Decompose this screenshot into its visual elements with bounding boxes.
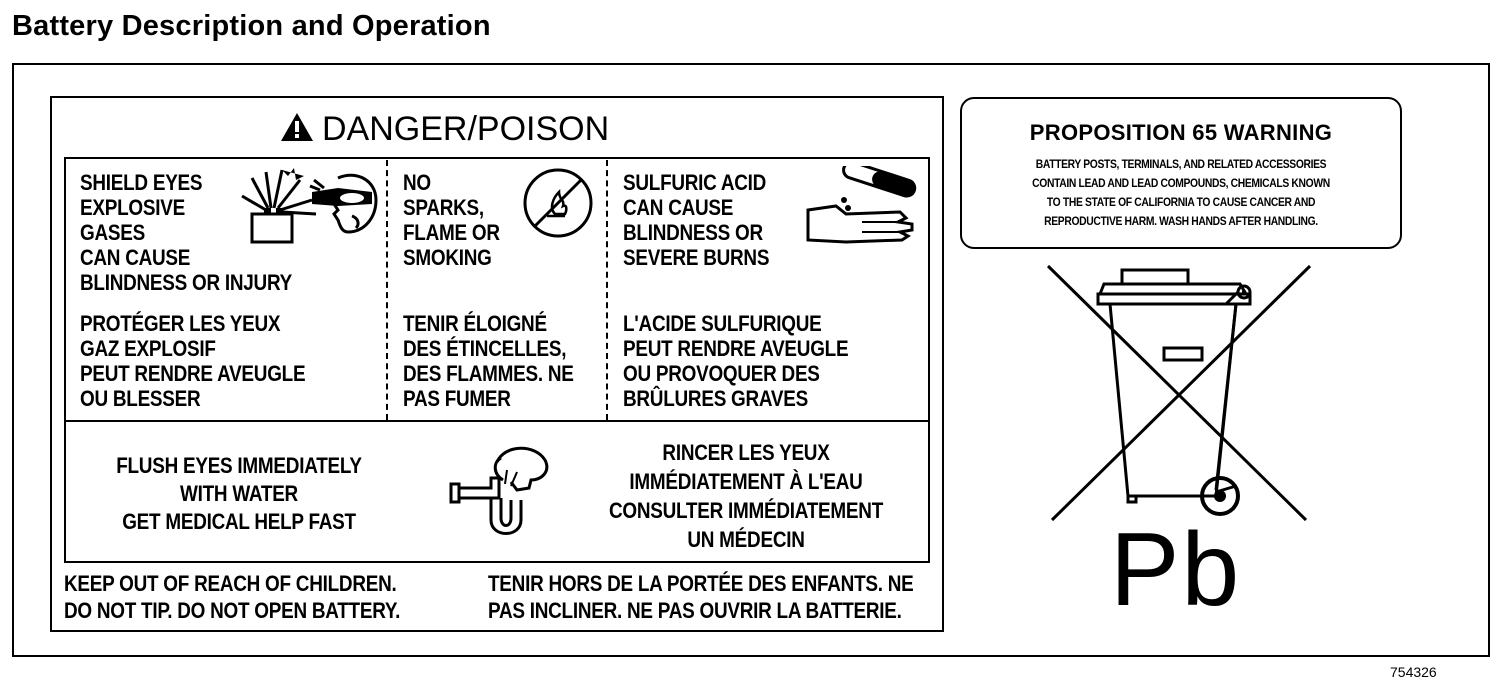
prop65-title: PROPOSITION 65 WARNING (1029, 120, 1333, 145)
acid-hand-icon (806, 166, 917, 244)
warning-grid (64, 157, 930, 563)
no-flame-icon (523, 168, 593, 238)
danger-poison-label (50, 96, 944, 632)
column-divider-2 (606, 160, 608, 420)
sulfuric-acid-warning-en: SULFURIC ACID CAN CAUSE BLINDNESS OR SEV… (623, 170, 770, 270)
flush-eyes-instruction-fr: RINCER LES YEUX IMMÉDIATEMENT À L'EAU CO… (608, 440, 883, 552)
warning-divider (64, 420, 930, 422)
prop65-warning-box (960, 97, 1402, 249)
shield-eyes-warning-fr: PROTÉGER LES YEUX GAZ EXPLOSIF PEUT REND… (80, 311, 306, 411)
sulfuric-acid-warning-fr: L'ACIDE SULFURIQUE PEUT RENDRE AVEUGLE O… (623, 311, 849, 411)
no-sparks-warning-fr: TENIR ÉLOIGNÉ DES ÉTINCELLES, DES FLAMME… (403, 311, 574, 411)
crossed-wheelie-bin-icon (1046, 264, 1312, 522)
goggles-face-icon (309, 173, 378, 234)
shield-eyes-warning-en: SHIELD EYES EXPLOSIVE GASES CAN CAUSE BL… (80, 170, 293, 295)
danger-heading: DANGER/POISON (280, 110, 609, 149)
flush-eyes-instruction-en: FLUSH EYES IMMEDIATELY WITH WATER GET ME… (116, 453, 362, 534)
warning-triangle-icon (281, 113, 313, 141)
eyewash-icon (449, 446, 549, 535)
keep-out-of-reach-fr: TENIR HORS DE LA PORTÉE DES ENFANTS. NE … (488, 571, 914, 623)
figure-number: 754326 (1390, 664, 1437, 680)
page-title: Battery Description and Operation (12, 10, 491, 42)
keep-out-of-reach-en: KEEP OUT OF REACH OF CHILDREN. DO NOT TI… (64, 571, 401, 623)
column-divider-1 (386, 160, 388, 420)
explosion-icon (241, 168, 317, 244)
lead-symbol: Pb (1110, 512, 1242, 628)
label-frame (12, 63, 1490, 657)
danger-heading-text: DANGER/POISON (322, 110, 610, 148)
no-sparks-warning-en: NO SPARKS, FLAME OR SMOKING (403, 170, 500, 270)
prop65-body: BATTERY POSTS, TERMINALS, AND RELATED AC… (1032, 157, 1330, 228)
